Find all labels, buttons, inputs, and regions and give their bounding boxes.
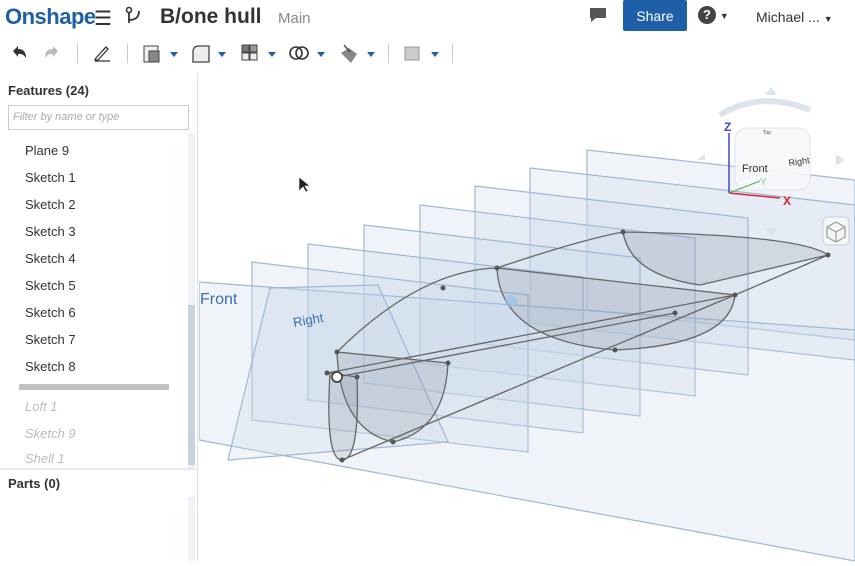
split-icon[interactable] (338, 43, 360, 65)
filter-input[interactable]: Filter by name or type (8, 105, 189, 130)
plane (363, 224, 641, 417)
rollback-bar[interactable] (19, 384, 169, 390)
x-axis-label: X (783, 194, 791, 208)
feature-item-rolled-back[interactable]: Sketch 9 (25, 426, 76, 441)
origin-marker (505, 295, 517, 307)
user-menu[interactable]: Michael ... ▼ (756, 9, 833, 25)
menu-icon[interactable]: ☰ (94, 8, 112, 30)
toolbar (0, 38, 480, 70)
3d-viewport[interactable]: Front Right Front Right Top Z X Y (198, 73, 855, 562)
feature-item[interactable]: Sketch 6 (25, 305, 76, 320)
sketch-points (324, 229, 831, 463)
arrow-up-icon (765, 87, 777, 95)
redo-icon[interactable] (43, 43, 61, 61)
scrollbar-track[interactable] (188, 133, 195, 468)
mouse-cursor-icon (298, 176, 311, 193)
feature-item[interactable]: Sketch 1 (25, 170, 76, 185)
arrow-down-icon (764, 228, 778, 236)
workspace-name[interactable]: Main (278, 10, 311, 27)
feature-item[interactable]: Sketch 4 (25, 251, 76, 266)
z-axis-label: Z (724, 120, 731, 134)
extrude-icon[interactable] (142, 43, 164, 65)
help-icon: ? (698, 6, 716, 24)
feature-item[interactable]: Sketch 7 (25, 332, 76, 347)
chevron-down-icon: ▼ (719, 11, 729, 21)
hull-sketches (328, 231, 830, 461)
sketch-icon[interactable] (92, 43, 112, 63)
view-cube[interactable]: Front Right Top Z X Y (697, 87, 845, 236)
scrollbar-thumb[interactable] (188, 305, 195, 465)
sketch-planes (198, 149, 855, 562)
parts-header: Parts (0) (8, 476, 61, 491)
feature-item[interactable]: Sketch 2 (25, 197, 76, 212)
help-menu[interactable]: ? ▼ (698, 6, 729, 24)
feature-item[interactable]: Sketch 3 (25, 224, 76, 239)
chevron-down-icon[interactable] (317, 52, 325, 57)
view-options-icon[interactable] (822, 216, 850, 246)
origin-icon (331, 371, 343, 383)
chevron-down-icon[interactable] (367, 52, 375, 57)
divider (127, 43, 128, 63)
feature-item[interactable]: Sketch 5 (25, 278, 76, 293)
chevron-down-icon[interactable] (431, 52, 439, 57)
view-cube-right[interactable]: Right (788, 155, 811, 168)
feature-item[interactable]: Plane 9 (25, 143, 70, 158)
feature-item-rolled-back[interactable]: Loft 1 (25, 399, 58, 414)
document-title[interactable]: B/one hull (160, 5, 262, 28)
fillet-icon[interactable] (190, 43, 212, 65)
boolean-icon[interactable] (288, 43, 310, 63)
view-cube-front[interactable]: Front (742, 163, 768, 175)
arrow-right-icon (836, 154, 845, 166)
chevron-down-icon: ▼ (823, 14, 833, 24)
model-graphics[interactable]: Front Right Front Right Top Z X Y (198, 73, 855, 562)
features-header: Features (24) (8, 83, 89, 98)
plane (307, 243, 584, 434)
comments-icon[interactable] (588, 6, 608, 24)
feature-item-rolled-back[interactable]: Shell 1 (25, 451, 65, 466)
parts-scrollbar[interactable] (188, 497, 195, 561)
y-axis-label: Y (760, 177, 767, 188)
top-bar: Onshape ☰ B/one hull Main Share ? ▼ Mich… (0, 0, 855, 36)
onshape-logo[interactable]: Onshape (5, 4, 96, 29)
feature-list-panel: Features (24) Filter by name or type Pla… (0, 73, 198, 561)
user-name: Michael ... (756, 9, 820, 25)
version-graph-icon[interactable] (124, 5, 144, 27)
feature-item[interactable]: Sketch 8 (25, 359, 76, 374)
divider (388, 43, 389, 63)
pattern-icon[interactable] (240, 43, 260, 63)
front-plane-label: Front (200, 291, 238, 308)
rotate-arrow-icon (718, 98, 812, 118)
chevron-down-icon[interactable] (170, 52, 178, 57)
arrow-left-icon (697, 154, 705, 160)
divider (0, 468, 198, 470)
divider (452, 43, 453, 63)
chevron-down-icon[interactable] (268, 52, 276, 57)
plane-icon[interactable] (403, 43, 423, 63)
right-plane-label: Right (292, 310, 325, 330)
view-cube-top[interactable]: Top (763, 130, 771, 136)
undo-icon[interactable] (10, 43, 28, 61)
chevron-down-icon[interactable] (218, 52, 226, 57)
divider (77, 43, 78, 63)
share-button[interactable]: Share (623, 0, 687, 31)
